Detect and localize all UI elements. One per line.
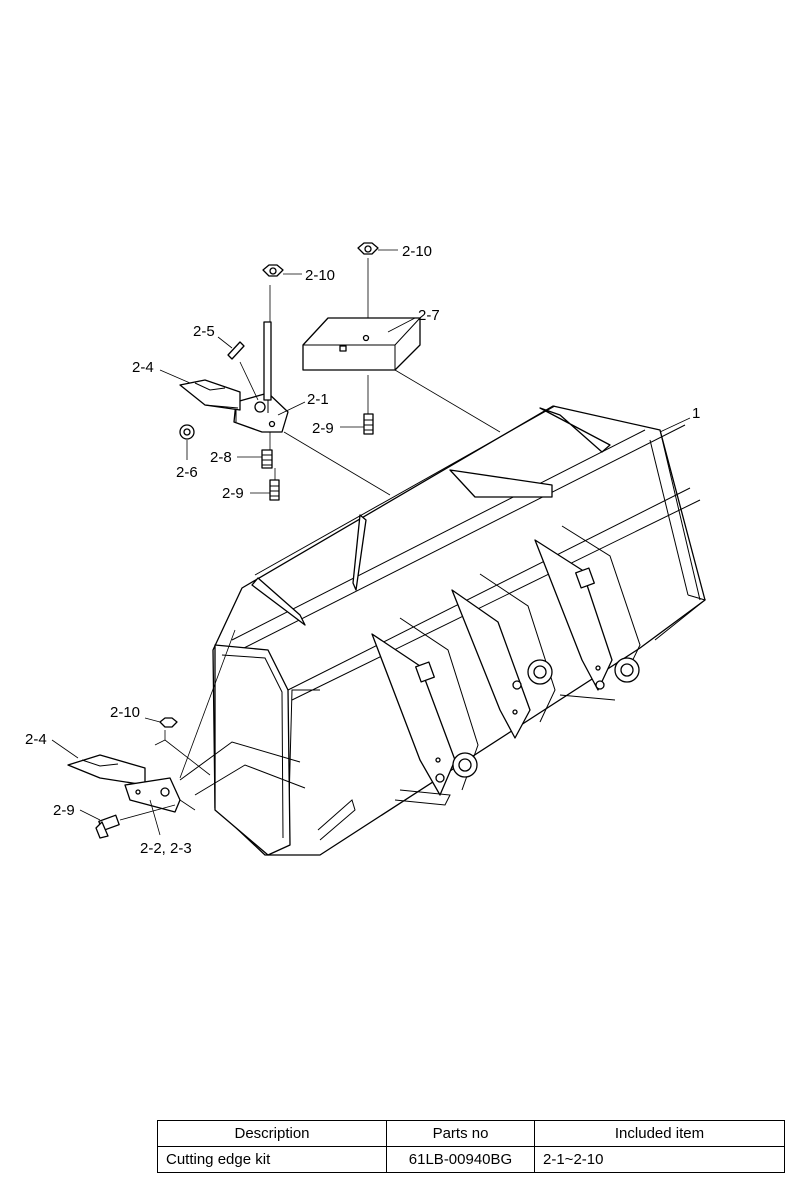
table-row: Cutting edge kit 61LB-00940BG 2-1~2-10 xyxy=(157,1146,785,1173)
callout-bolt-lower: 2-9 xyxy=(53,802,75,819)
cell-included-item: 2-1~2-10 xyxy=(534,1146,785,1173)
callout-bolt-edge: 2-9 xyxy=(222,485,244,502)
upper-exploded-parts xyxy=(179,242,501,501)
tooth-shape xyxy=(179,379,241,411)
callout-bolt-short: 2-8 xyxy=(210,449,232,466)
callout-leaders xyxy=(51,249,691,836)
callout-bucket: 1 xyxy=(692,405,700,422)
header-included-item: Included item xyxy=(534,1120,785,1147)
table-header-row: Description Parts no Included item xyxy=(157,1120,785,1147)
callout-nut-lower: 2-10 xyxy=(110,704,140,721)
bucket-assembly xyxy=(212,405,707,856)
callout-washer: 2-6 xyxy=(176,464,198,481)
lower-side-parts xyxy=(67,629,306,839)
callout-labels: 2-10 2-10 2-7 2-5 2-4 2-1 2-6 2-8 2-9 2-… xyxy=(25,243,700,857)
callout-tooth-upper: 2-4 xyxy=(132,359,154,376)
callout-nut-upper-left: 2-10 xyxy=(305,267,335,284)
cell-parts-no: 61LB-00940BG xyxy=(386,1146,535,1173)
callout-nut-upper-right: 2-10 xyxy=(402,243,432,260)
callout-side-edge: 2-2, 2-3 xyxy=(140,840,192,857)
wear-plate-shape xyxy=(302,317,421,371)
callout-bolt-wear-plate: 2-9 xyxy=(312,420,334,437)
kit-table: Description Parts no Included item Cutti… xyxy=(157,1120,785,1173)
callout-pin: 2-5 xyxy=(193,323,215,340)
cell-description: Cutting edge kit xyxy=(157,1146,387,1173)
header-parts-no: Parts no xyxy=(386,1120,535,1147)
header-description: Description xyxy=(157,1120,387,1147)
callout-tooth-lower: 2-4 xyxy=(25,731,47,748)
callout-wear-plate: 2-7 xyxy=(418,307,440,324)
callout-cutting-edge: 2-1 xyxy=(307,391,329,408)
